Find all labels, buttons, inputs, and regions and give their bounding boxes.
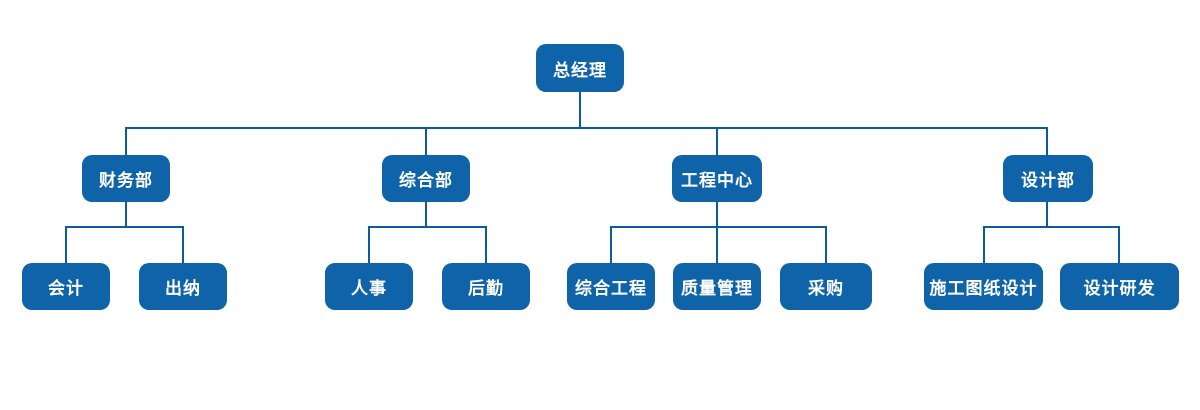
org-node-procurement: 采购 [780,263,872,310]
org-node-construction-drawing-design: 施工图纸设计 [924,263,1043,310]
org-node-accounting: 会计 [22,263,110,310]
org-node-design-dept: 设计部 [1003,155,1093,202]
org-node-finance-dept: 财务部 [82,155,170,202]
org-node-cashier: 出纳 [139,263,227,310]
org-node-engineering-center: 工程中心 [672,155,762,202]
org-node-general-engineering: 综合工程 [567,263,655,310]
org-node-general-manager: 总经理 [536,44,624,92]
org-node-quality-management: 质量管理 [673,263,761,310]
org-node-hr: 人事 [325,263,413,310]
org-node-general-affairs-dept: 综合部 [382,155,470,202]
org-node-design-rnd: 设计研发 [1060,263,1179,310]
org-node-logistics: 后勤 [442,263,530,310]
